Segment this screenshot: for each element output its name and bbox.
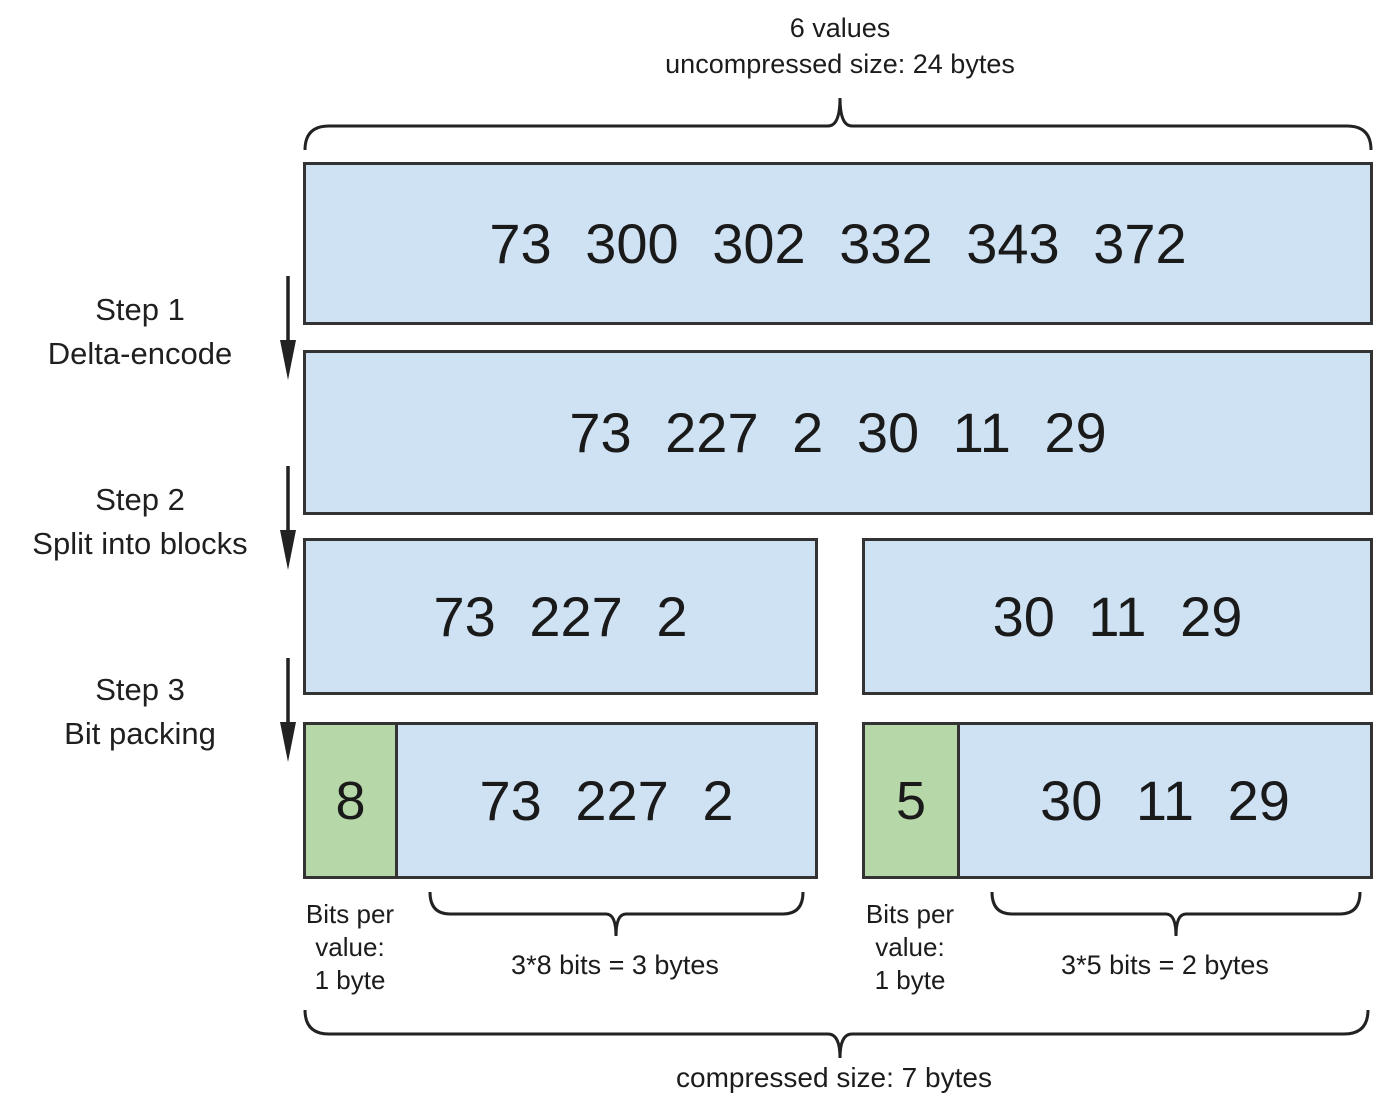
packed-2-size-label: 3*5 bits = 2 bytes xyxy=(1061,950,1269,980)
step-1-subtitle: Delta-encode xyxy=(47,336,233,372)
step-2-subtitle: Split into blocks xyxy=(32,526,248,562)
block-1-box: 73 227 2 xyxy=(303,538,818,695)
step-3-label: Step 3 Bit packing xyxy=(0,668,280,756)
block-1-values: 73 227 2 xyxy=(433,585,688,648)
step-1-label: Step 1 Delta-encode xyxy=(0,288,280,376)
packed-1-bits-per-value: 8 xyxy=(335,770,366,831)
packed-1-box: 8 73 227 2 xyxy=(303,722,818,879)
delta-values: 73 227 2 30 11 29 xyxy=(569,401,1107,464)
top-brace xyxy=(303,97,1373,151)
packed-2-values-cell: 30 11 29 xyxy=(960,725,1370,876)
step-3-subtitle: Bit packing xyxy=(64,716,216,752)
block-2-values: 30 11 29 xyxy=(992,585,1243,648)
bottom-brace xyxy=(303,1009,1370,1059)
packed-1-values-cell: 73 227 2 xyxy=(398,725,815,876)
packed-1-size-label: 3*8 bits = 3 bytes xyxy=(511,950,719,980)
header-uncompressed-size: uncompressed size: 24 bytes xyxy=(665,49,1015,80)
packed-2-underbrace xyxy=(990,891,1362,937)
packed-2-box: 5 30 11 29 xyxy=(862,722,1373,879)
delta-values-box: 73 227 2 30 11 29 xyxy=(303,350,1373,515)
packed-1-bits-per-value-cell: 8 xyxy=(306,725,398,876)
step-3-down-arrow-icon xyxy=(280,658,296,762)
packed-2-bits-per-value-label: Bits per value: 1 byte xyxy=(865,899,955,996)
step-2-title: Step 2 xyxy=(95,482,185,517)
step-1-down-arrow-icon xyxy=(280,276,296,380)
packed-1-values: 73 227 2 xyxy=(479,769,734,832)
step-3-title: Step 3 xyxy=(95,672,185,707)
header-label: 6 values uncompressed size: 24 bytes xyxy=(490,10,1190,83)
original-values-box: 73 300 302 332 343 372 xyxy=(303,162,1373,325)
header-values-count: 6 values xyxy=(789,13,891,43)
step-1-title: Step 1 xyxy=(95,292,185,327)
step-2-label: Step 2 Split into blocks xyxy=(0,478,280,566)
step-2-down-arrow-icon xyxy=(280,466,296,570)
packed-2-values: 30 11 29 xyxy=(1040,769,1290,832)
packed-1-bits-per-value-label: Bits per value: 1 byte xyxy=(305,899,395,996)
footer-compressed-size-label: compressed size: 7 bytes xyxy=(676,1062,992,1093)
block-2-box: 30 11 29 xyxy=(862,538,1373,695)
packed-1-underbrace xyxy=(428,891,805,937)
packed-2-bits-per-value: 5 xyxy=(895,770,927,831)
packed-2-bits-per-value-cell: 5 xyxy=(865,725,960,876)
original-values: 73 300 302 332 343 372 xyxy=(489,212,1187,275)
